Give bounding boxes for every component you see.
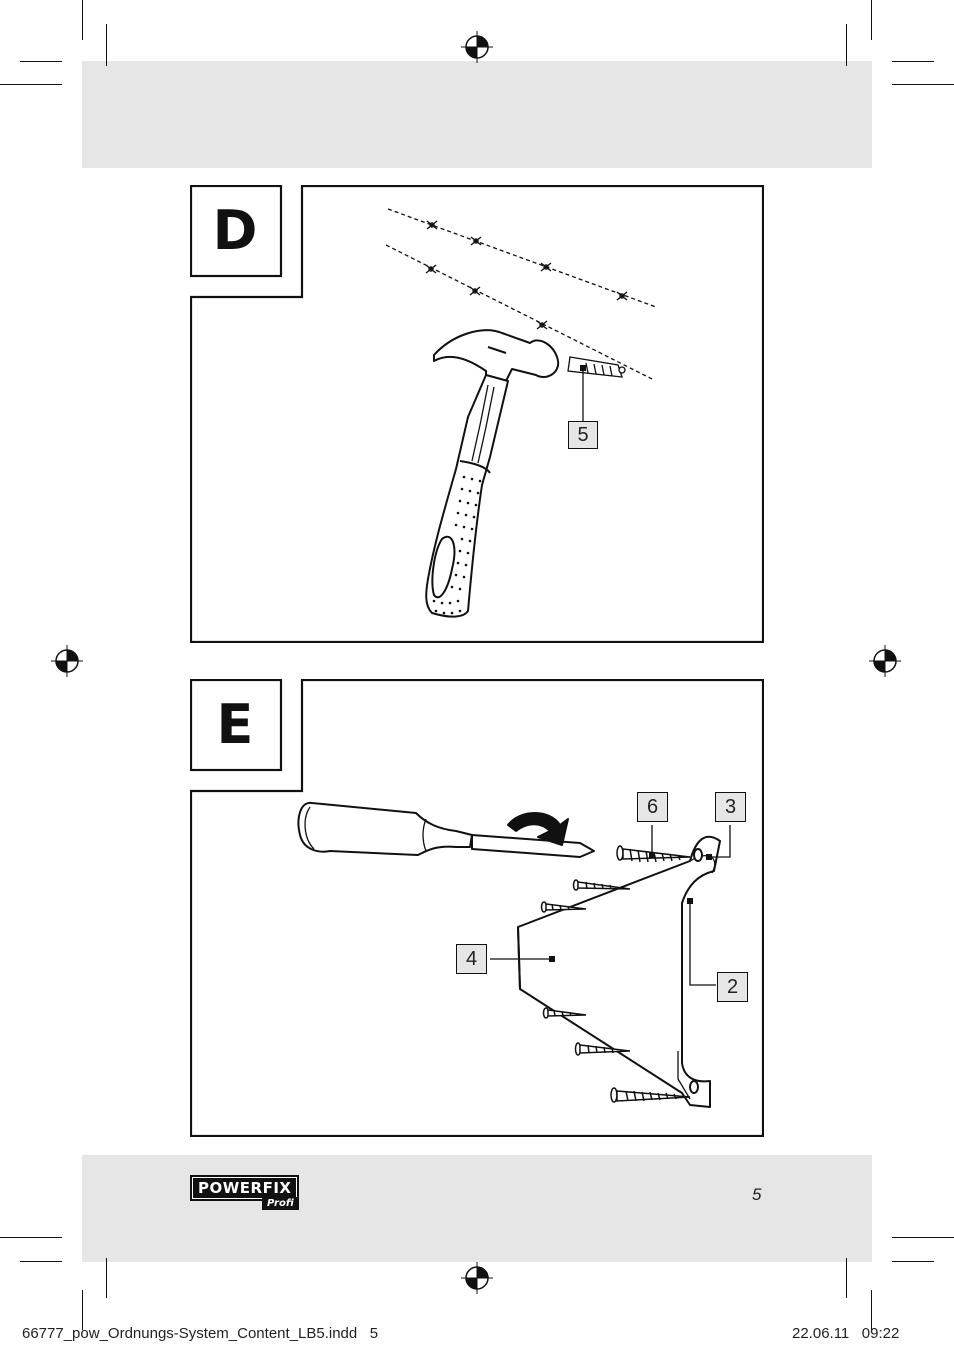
crop-mark [892, 1237, 954, 1238]
slug-time: 09:22 [861, 1325, 900, 1342]
slug-page: 5 [369, 1325, 379, 1342]
callout-label: 3 [715, 792, 746, 822]
crop-mark [0, 1237, 62, 1238]
brand-name: POWERFIX [190, 1175, 300, 1201]
screwdriver-and-bracket-illustration [297, 801, 731, 1108]
crop-mark [871, 1290, 872, 1330]
panel-letter: D [212, 198, 258, 262]
registration-mark-icon [51, 645, 83, 677]
crop-mark [20, 1261, 62, 1262]
callout-label: 5 [568, 421, 598, 449]
slug-filename: 66777_pow_Ordnungs-System_Content_LB5.in… [22, 1325, 358, 1342]
crop-mark [892, 84, 954, 85]
panel-letter: E [216, 692, 254, 756]
crop-mark [892, 61, 934, 62]
hammer-and-anchor-illustration [385, 208, 657, 618]
brand-sub: Profi [262, 1197, 299, 1210]
panel-e: E [190, 679, 764, 1137]
slug-date: 22.06.11 [792, 1325, 850, 1342]
slug-timestamp: 22.06.11 09:22 [792, 1325, 899, 1342]
callout-label: 2 [717, 972, 748, 1002]
crop-mark [106, 1258, 107, 1298]
crop-mark [892, 1261, 934, 1262]
crop-mark [871, 0, 872, 40]
registration-mark-icon [461, 31, 493, 63]
crop-mark [82, 0, 83, 40]
footer-band [82, 1155, 872, 1262]
crop-mark [106, 24, 107, 66]
callout-label: 4 [456, 944, 487, 974]
panel-d: D [190, 185, 764, 643]
crop-mark [846, 1258, 847, 1298]
crop-mark [20, 61, 62, 62]
crop-mark [846, 24, 847, 66]
panel-frame [190, 185, 764, 643]
crop-mark [0, 84, 62, 85]
brand-logo: POWERFIX Profi [190, 1175, 312, 1211]
header-band [82, 61, 872, 168]
callout-label: 6 [637, 792, 668, 822]
panel-frame [190, 679, 764, 1137]
page-number: 5 [752, 1185, 762, 1204]
registration-mark-icon [461, 1262, 493, 1294]
crop-mark [82, 1290, 83, 1330]
slug-file: 66777_pow_Ordnungs-System_Content_LB5.in… [22, 1325, 378, 1342]
registration-mark-icon [869, 645, 901, 677]
